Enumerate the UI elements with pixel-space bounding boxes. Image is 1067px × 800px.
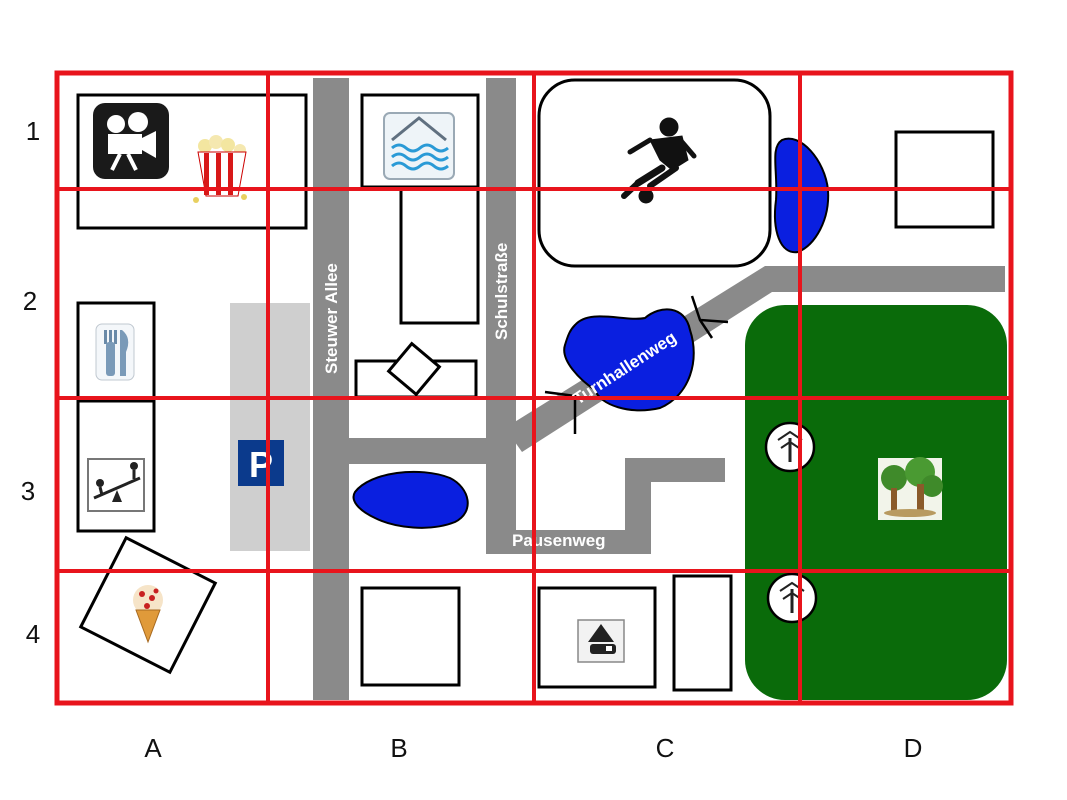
column-label-c: C [656,733,675,763]
road-schulstrasse [486,78,516,554]
road-pausenweg [486,458,725,554]
building-b2-diamond [386,341,442,397]
tree-icon-lower [766,572,818,624]
building-d1 [894,130,995,229]
street-label-pausenweg: Pausenweg [512,531,606,550]
park-area [745,305,1007,700]
road-steuwer-allee [313,78,349,700]
gate-marker-upper [690,295,729,339]
road-turnhallenweg [505,266,1005,452]
pond-middle [563,308,695,412]
building-c4-narrow [672,574,733,692]
road-network [313,78,1005,700]
seesaw-icon [87,458,145,512]
column-label-a: A [144,733,162,763]
road-connector [349,438,499,464]
soccer-player-icon [621,117,697,204]
fork-knife-icon [95,323,135,381]
column-label-b: B [390,733,407,763]
pool-annex-building [399,185,480,325]
street-label-steuwer-allee: Steuwer Allee [322,263,341,374]
tree-icon-upper [764,421,816,473]
row-label-3: 3 [21,476,35,506]
row-label-2: 2 [23,286,37,316]
map-grid [54,70,1014,706]
street-label-schulstrasse: Schulstraße [492,243,511,340]
parking-icon: P [238,440,284,486]
building-b4 [360,586,461,687]
swimming-pool-icon [383,112,455,180]
trees-icon [878,457,943,520]
row-label-1: 1 [26,116,40,146]
popcorn-icon [193,135,247,203]
movie-camera-icon [93,103,169,179]
column-label-d: D [904,733,923,763]
pond-bottom [352,470,469,529]
row-label-4: 4 [26,619,40,649]
camping-icon [577,619,625,663]
ice-cream-icon [133,585,163,644]
